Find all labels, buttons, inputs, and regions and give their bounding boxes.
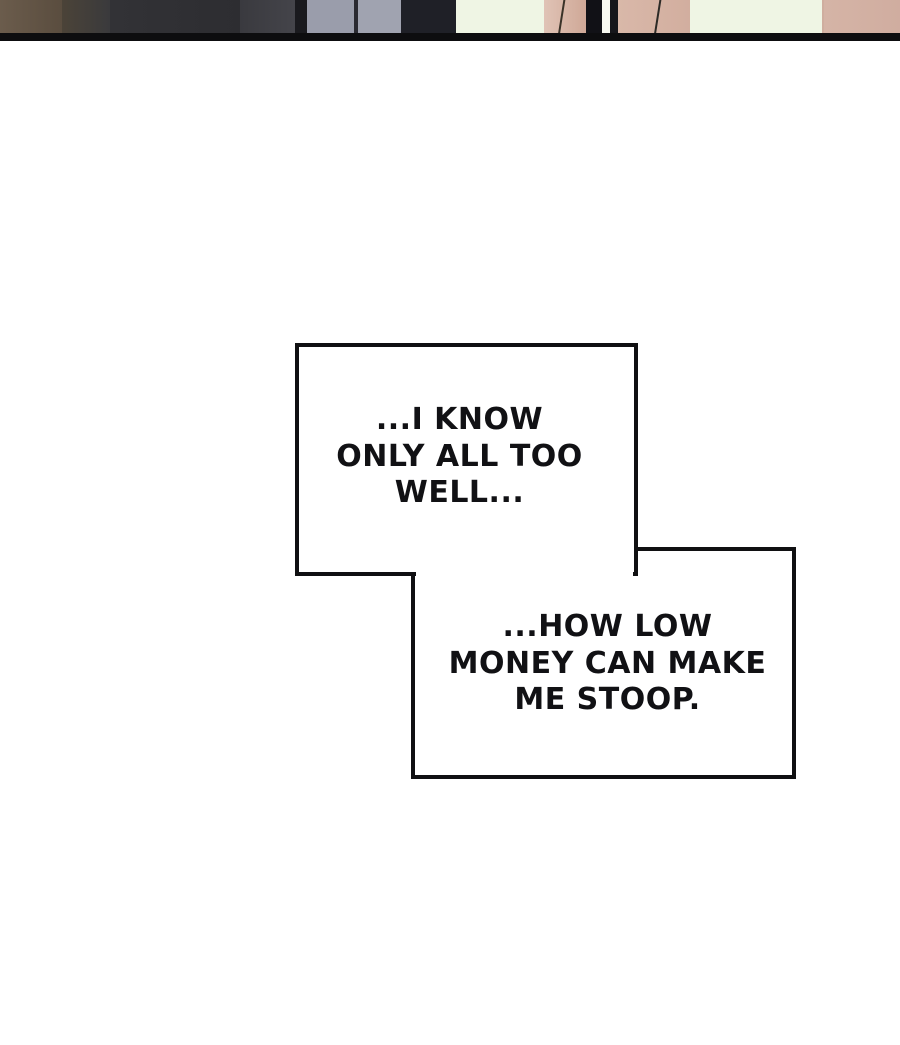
band-panel-divider — [354, 0, 358, 34]
band-brown-shadow — [62, 0, 110, 34]
band-skin-tone — [544, 0, 586, 34]
band-black-sliver — [610, 0, 618, 34]
band-charcoal-light — [240, 0, 295, 34]
band-dark-charcoal — [110, 0, 240, 34]
bubble-merge-seam — [416, 568, 633, 581]
panel-artwork-strip — [0, 0, 900, 34]
band-black-edge — [295, 0, 307, 34]
speech-bubble-upper-text: ...I KNOW ONLY ALL TOO WELL... — [336, 402, 583, 511]
band-skin-tone-3 — [824, 0, 900, 34]
band-brown-floor — [0, 0, 62, 34]
band-gray-blue-panel-left — [307, 0, 354, 34]
speech-bubble-lower: ...HOW LOW MONEY CAN MAKE ME STOOP. — [411, 547, 796, 779]
band-gray-blue-panel-right — [358, 0, 401, 34]
panel-bottom-sliver — [0, 0, 900, 41]
panel-seam-line — [822, 0, 824, 34]
band-black-strip — [586, 0, 602, 34]
band-pale-mint — [456, 0, 544, 34]
band-dark-navy — [401, 0, 456, 34]
panel-border-bottom — [0, 33, 900, 41]
band-white-sliver — [602, 0, 610, 34]
band-pale-mint-2 — [690, 0, 824, 34]
speech-bubble-lower-text: ...HOW LOW MONEY CAN MAKE ME STOOP. — [448, 609, 767, 718]
speech-bubble-upper: ...I KNOW ONLY ALL TOO WELL... — [295, 343, 638, 576]
